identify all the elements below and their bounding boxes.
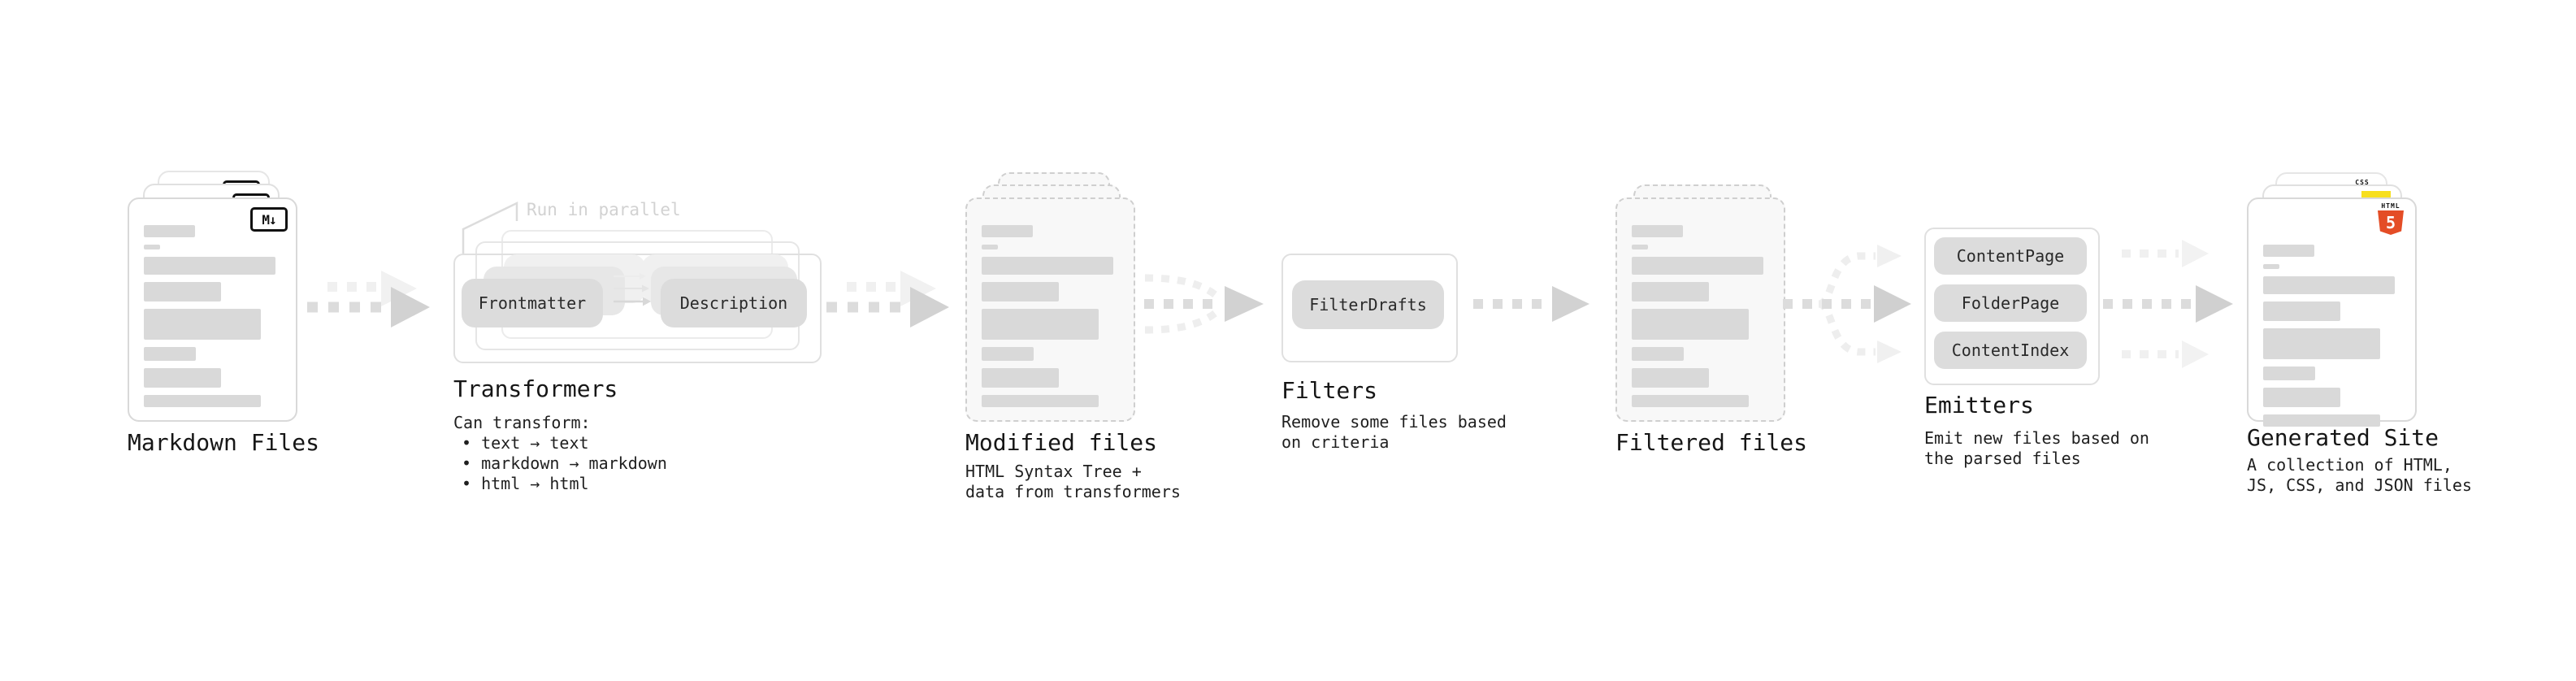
stage-description: Can transform: • text → text • markdown …	[453, 413, 667, 494]
stage-description: HTML Syntax Tree + data from transformer…	[965, 462, 1181, 502]
stage-description-line: Can transform:	[453, 413, 591, 432]
doc-card: HTML 5	[2247, 197, 2417, 427]
pill-filterdrafts: FilterDrafts	[1292, 280, 1444, 329]
doc-card	[1615, 197, 1785, 422]
stage-description-line: • html → html	[462, 474, 589, 493]
flow-arrow-filters-to-filtered-icon	[1473, 286, 1589, 322]
flow-arrow-filtered-to-emitters-icon	[1783, 245, 1911, 363]
stage-description: Remove some files based on criteria	[1281, 412, 1507, 453]
stage-title: Filters	[1281, 377, 1378, 404]
stage-title: Emitters	[1924, 392, 2034, 419]
stage-description-line: A collection of HTML,	[2247, 455, 2452, 475]
transformer-box	[453, 254, 822, 363]
stage-title: Generated Site	[2247, 424, 2439, 451]
parallel-arrows-icon	[614, 273, 651, 306]
stage-description: Emit new files based on the parsed files	[1924, 428, 2149, 469]
doc-content-placeholder	[144, 225, 281, 407]
flow-arrow-modified-to-filters-icon	[1144, 274, 1264, 334]
stage-title: Filtered files	[1615, 429, 1808, 456]
doc-content-placeholder	[1632, 225, 1769, 407]
flow-arrow-transformers-to-modified-icon	[826, 271, 949, 327]
annotation-run-in-parallel: Run in parallel	[527, 200, 681, 219]
stage-description-line: • markdown → markdown	[462, 453, 667, 473]
stage-description-line: HTML Syntax Tree +	[965, 462, 1142, 481]
stage-description-line: Remove some files based	[1281, 412, 1507, 432]
pill-contentindex: ContentIndex	[1934, 332, 2087, 369]
doc-content-placeholder	[2263, 245, 2400, 427]
stage-description-line: on criteria	[1281, 432, 1390, 452]
pill-folderpage: FolderPage	[1934, 284, 2087, 322]
annotation-connector-line	[462, 202, 518, 254]
stage-description-line: Emit new files based on	[1924, 428, 2149, 448]
markdown-icon: M↓	[250, 207, 288, 232]
pill-contentpage: ContentPage	[1934, 237, 2087, 275]
doc-card: M↓	[128, 197, 297, 422]
stage-description-line: JS, CSS, and JSON files	[2247, 475, 2472, 495]
stage-title: Modified files	[965, 429, 1158, 456]
stage-description: A collection of HTML, JS, CSS, and JSON …	[2247, 455, 2472, 496]
stage-title: Transformers	[453, 375, 618, 402]
flow-arrow-markdown-to-transformers-icon	[307, 271, 430, 327]
pill-frontmatter: Frontmatter	[462, 279, 603, 327]
flow-arrow-emitters-to-site-icon	[2103, 240, 2233, 368]
stage-title: Markdown Files	[128, 429, 320, 456]
stage-description-line: the parsed files	[1924, 449, 2081, 468]
pill-description: Description	[661, 279, 807, 327]
doc-content-placeholder	[982, 225, 1119, 407]
stage-description-line: • text → text	[462, 433, 589, 453]
doc-card	[965, 197, 1135, 422]
stage-description-line: data from transformers	[965, 482, 1181, 501]
html5-icon: HTML 5	[2376, 202, 2405, 235]
